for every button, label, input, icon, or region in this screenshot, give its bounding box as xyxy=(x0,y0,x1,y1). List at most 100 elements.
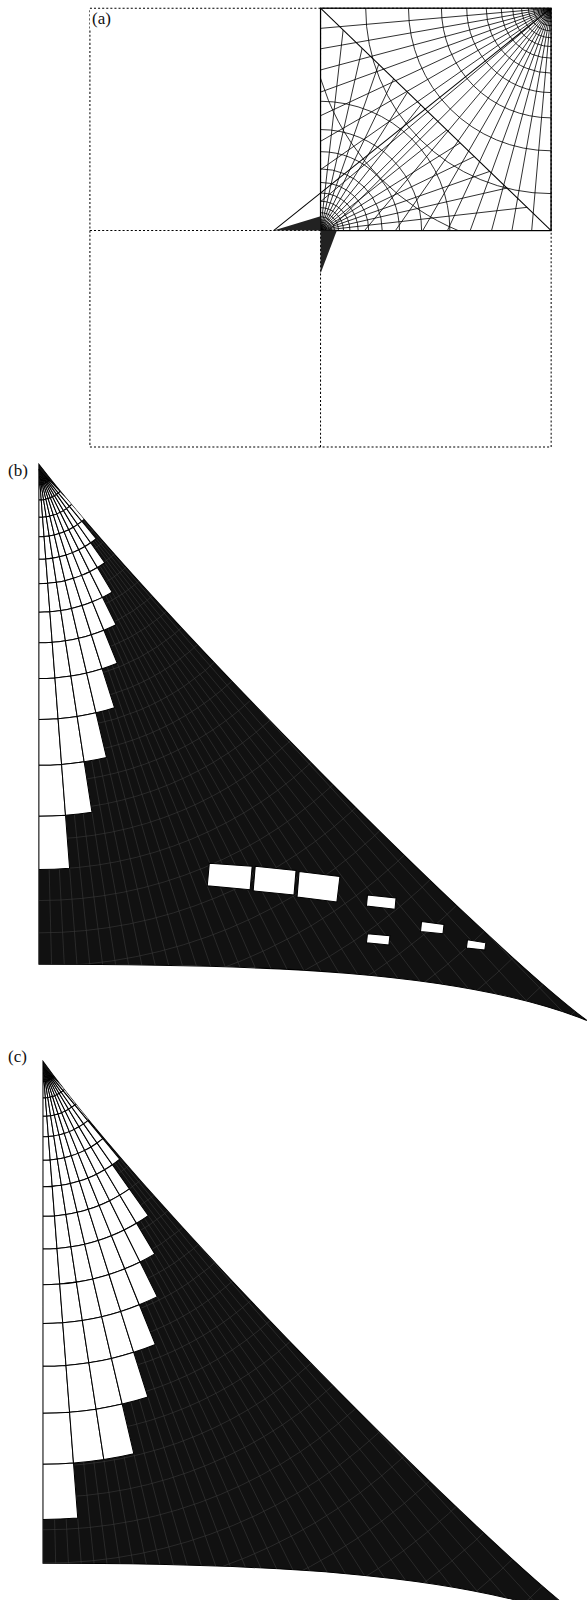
mesh-ray xyxy=(43,1066,451,1600)
mesh-cell xyxy=(466,940,485,950)
mesh-arc xyxy=(0,356,152,583)
panel-label: (b) xyxy=(6,462,30,481)
mesh-ray xyxy=(39,469,549,1233)
mesh-diagonal xyxy=(274,8,552,230)
mesh-arc xyxy=(0,635,474,1497)
mesh-wedge xyxy=(321,231,337,274)
mesh-arc xyxy=(0,0,588,1408)
mesh-arc xyxy=(0,183,325,756)
mesh-arc xyxy=(0,278,230,660)
mesh-cell xyxy=(69,504,85,521)
mesh-ray xyxy=(43,1066,572,1600)
mesh-ray xyxy=(39,469,426,1302)
mesh-ray xyxy=(321,0,456,231)
mesh-arc xyxy=(0,0,588,1150)
mesh-ray xyxy=(43,1066,298,1600)
mesh-arc xyxy=(0,999,110,1133)
mesh-arc xyxy=(0,319,189,619)
mesh-ray xyxy=(39,469,509,1258)
mesh-cell xyxy=(43,1323,66,1367)
mesh-arc xyxy=(0,0,588,1232)
mesh-ray xyxy=(39,469,339,1337)
mesh-ray xyxy=(39,469,588,1161)
mesh-panel-a xyxy=(90,0,588,447)
mesh-ray xyxy=(321,0,538,231)
mesh-ray xyxy=(43,1066,160,1600)
mesh-ray xyxy=(321,96,588,231)
mesh-ray xyxy=(321,54,588,231)
mesh-ray xyxy=(43,1066,588,1600)
mesh-ray xyxy=(43,1066,588,1600)
mesh-cell xyxy=(39,469,50,481)
label-slot: (c) xyxy=(6,1048,29,1067)
mesh-arc xyxy=(0,256,252,682)
mesh-ray xyxy=(39,469,156,1380)
mesh-ray xyxy=(43,1066,588,1600)
mesh-arc xyxy=(0,428,81,512)
mesh-cell xyxy=(96,1404,134,1460)
mesh-ray xyxy=(181,8,551,180)
mesh-arc xyxy=(0,128,380,810)
mesh-arc xyxy=(0,373,136,567)
mesh-ray xyxy=(217,8,551,242)
mesh-arc xyxy=(0,262,588,1600)
mesh-ray xyxy=(321,0,412,231)
mesh-ray xyxy=(43,1066,493,1600)
mesh-arc xyxy=(0,896,213,1236)
mesh-arc xyxy=(1,1025,85,1109)
mesh-ray xyxy=(39,469,588,1146)
mesh-cell xyxy=(52,1078,63,1092)
mesh-arc xyxy=(0,156,352,782)
mesh-region xyxy=(39,464,587,1020)
mesh-cell xyxy=(90,568,112,598)
mesh-ray xyxy=(43,1066,533,1600)
mesh-arc xyxy=(0,569,540,1563)
mesh-cell xyxy=(85,543,105,568)
mesh-arc xyxy=(0,1012,97,1120)
mesh-ray xyxy=(43,1066,430,1600)
mesh-cell xyxy=(121,1305,156,1353)
mesh-arc xyxy=(0,499,588,1600)
mesh-cell xyxy=(207,863,252,890)
mesh-cell xyxy=(111,1352,147,1404)
mesh-arc xyxy=(0,535,574,1598)
mesh-cell xyxy=(61,1091,75,1107)
mesh-arc xyxy=(0,0,536,966)
mesh-arc xyxy=(0,33,588,1600)
panel-label: (c) xyxy=(6,1048,29,1067)
mesh-ray xyxy=(39,469,588,1130)
mesh-arc xyxy=(0,753,356,1379)
mesh-cell xyxy=(84,1121,103,1143)
mesh-cell xyxy=(49,480,61,493)
label-slot: (a) xyxy=(90,10,113,29)
mesh-arc xyxy=(0,299,209,639)
mesh-arc xyxy=(0,830,280,1303)
mesh-cell xyxy=(253,866,296,895)
mesh-arc xyxy=(0,0,588,1073)
mesh-cell xyxy=(87,669,115,713)
mesh-cell xyxy=(43,1066,54,1078)
mesh-ray xyxy=(198,8,551,212)
mesh-ray xyxy=(43,1066,183,1600)
mesh-cell xyxy=(297,871,340,902)
mesh-cell xyxy=(125,1262,158,1305)
mesh-ray xyxy=(39,469,226,1368)
mesh-cell xyxy=(105,1165,130,1195)
mesh-diagonal xyxy=(321,8,552,230)
mesh-arc xyxy=(0,462,588,1600)
mesh-arc xyxy=(0,218,588,1600)
mesh-ray xyxy=(516,8,552,415)
mesh-arc xyxy=(0,0,588,1455)
mesh-arc xyxy=(0,208,300,730)
mesh-cell xyxy=(72,1105,88,1124)
mesh-arc xyxy=(0,696,413,1436)
mesh-cell xyxy=(124,1223,155,1262)
mesh-arc xyxy=(0,38,470,900)
mesh-cell xyxy=(43,1412,74,1464)
mesh-cell xyxy=(43,1463,78,1519)
